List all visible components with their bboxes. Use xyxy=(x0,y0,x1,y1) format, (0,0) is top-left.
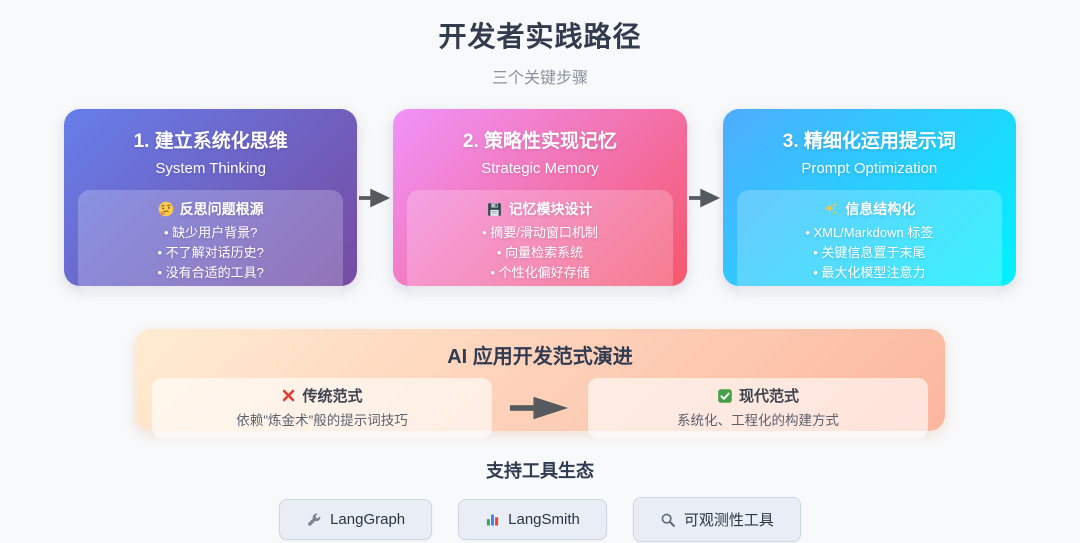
bullet-list: 缺少用户背景? 不了解对话历史? 没有合适的工具? xyxy=(84,223,337,283)
step-card-2: 2. 策略性实现记忆 Strategic Memory 记忆模块设计 摘要/滑动… xyxy=(393,109,687,294)
step-card-3: 3. 精细化运用提示词 Prompt Optimization 信息结构化 XM… xyxy=(722,109,1016,294)
tool-observability[interactable]: 可观测性工具 xyxy=(632,497,801,542)
steps-row: 1. 建立系统化思维 System Thinking 反思问题根源 缺少用户背景… xyxy=(64,109,1016,294)
bullet-list: 摘要/滑动窗口机制 向量检索系统 个性化偏好存储 xyxy=(413,223,666,283)
magnifier-icon xyxy=(660,512,676,528)
flow-arrow-icon xyxy=(359,186,391,210)
tool-langsmith[interactable]: LangSmith xyxy=(458,499,607,540)
bullet-list: XML/Markdown 标签 关键信息置于末尾 最大化模型注意力 xyxy=(743,223,996,283)
bullet-item: 不了解对话历史? xyxy=(84,243,337,263)
tools-row: LangGraph LangSmith 可观测性工具 xyxy=(0,497,1080,542)
paradigm-title: AI 应用开发范式演进 xyxy=(447,346,633,368)
bullet-item: 关键信息置于末尾 xyxy=(743,243,996,263)
bar-chart-icon xyxy=(485,512,500,527)
step-panel: 信息结构化 XML/Markdown 标签 关键信息置于末尾 最大化模型注意力 xyxy=(736,190,1002,294)
step-subtitle: Prompt Optimization xyxy=(801,160,938,177)
paradigm-section: AI 应用开发范式演进 传统范式 依赖"炼金术"般的提示词技巧 xyxy=(135,329,945,438)
paradigm-new-description: 系统化、工程化的构建方式 xyxy=(677,413,839,428)
step-panel: 记忆模块设计 摘要/滑动窗口机制 向量检索系统 个性化偏好存储 xyxy=(407,190,673,294)
thinking-face-icon xyxy=(158,201,174,217)
tool-label: 可观测性工具 xyxy=(683,512,774,529)
page-title: 开发者实践路径 xyxy=(438,21,642,52)
paradigm-arrow-icon xyxy=(510,393,570,423)
step-panel: 反思问题根源 缺少用户背景? 不了解对话历史? 没有合适的工具? xyxy=(78,190,344,294)
paradigm-old-description: 依赖"炼金术"般的提示词技巧 xyxy=(236,413,408,428)
bullet-item: 没有合适的工具? xyxy=(84,263,337,283)
tools-section: 支持工具生态 LangGraph LangSmith 可观测性工具 xyxy=(0,457,1080,542)
bullet-item: 摘要/滑动窗口机制 xyxy=(413,223,666,243)
header: 开发者实践路径 三个关键步骤 xyxy=(0,0,1080,88)
sparkles-icon xyxy=(823,201,839,217)
step-title: 2. 策略性实现记忆 xyxy=(462,131,618,152)
floppy-disk-icon xyxy=(487,202,502,217)
step-subtitle: Strategic Memory xyxy=(481,160,599,177)
paradigm-row: 传统范式 依赖"炼金术"般的提示词技巧 现代范式 系统化、工程化的构建方式 xyxy=(135,378,945,438)
step-title: 1. 建立系统化思维 xyxy=(133,131,288,152)
page-subtitle: 三个关键步骤 xyxy=(491,70,588,87)
bullet-item: 向量检索系统 xyxy=(413,243,666,263)
bullet-item: XML/Markdown 标签 xyxy=(743,223,996,243)
flow-arrow-icon xyxy=(688,186,721,210)
bullet-item: 个性化偏好存储 xyxy=(413,263,666,283)
step-card-1: 1. 建立系统化思维 System Thinking 反思问题根源 缺少用户背景… xyxy=(64,109,358,294)
panel-title-text: 反思问题根源 xyxy=(179,201,264,217)
panel-title-text: 信息结构化 xyxy=(845,201,916,217)
step-subtitle: System Thinking xyxy=(155,160,266,177)
wrench-icon xyxy=(306,512,322,528)
bullet-item: 最大化模型注意力 xyxy=(743,263,996,283)
tool-label: LangGraph xyxy=(330,511,406,528)
step-title: 3. 精细化运用提示词 xyxy=(782,131,956,152)
cross-mark-icon xyxy=(281,388,296,403)
modern-paradigm-box: 现代范式 系统化、工程化的构建方式 xyxy=(588,378,928,438)
tool-label: LangSmith xyxy=(508,511,580,528)
tools-title: 支持工具生态 xyxy=(486,461,594,481)
bullet-item: 缺少用户背景? xyxy=(84,223,337,243)
check-mark-icon xyxy=(717,388,733,404)
tool-langgraph[interactable]: LangGraph xyxy=(279,499,433,540)
paradigm-new-label: 现代范式 xyxy=(738,388,799,405)
paradigm-old-label: 传统范式 xyxy=(302,388,363,405)
panel-title-text: 记忆模块设计 xyxy=(508,201,593,217)
traditional-paradigm-box: 传统范式 依赖"炼金术"般的提示词技巧 xyxy=(152,378,492,438)
